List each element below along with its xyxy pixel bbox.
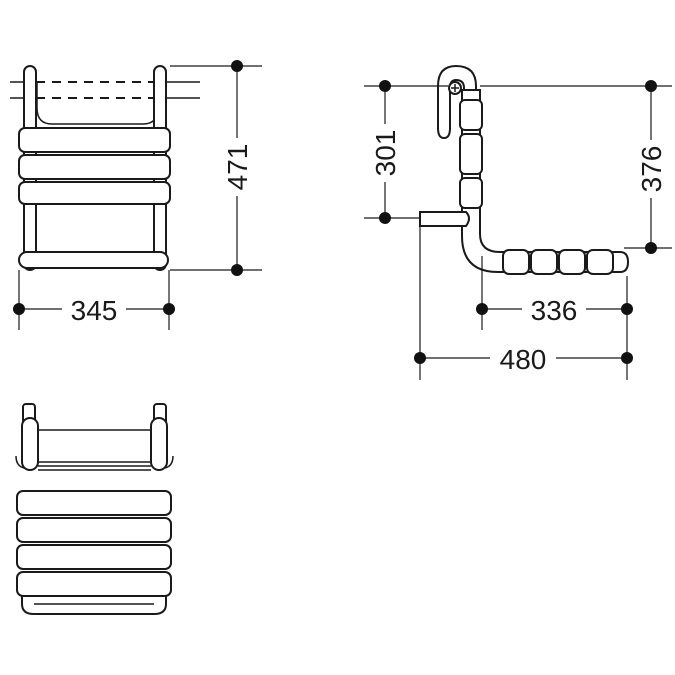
wall-hook [437, 64, 477, 140]
frame-tube [461, 89, 630, 273]
dimension-336-label: 336 [531, 295, 578, 326]
side-view [419, 64, 630, 275]
seat-slat-side [502, 249, 530, 275]
seat-slat [18, 127, 171, 153]
top-slat [16, 571, 172, 597]
seat-slat-side [558, 249, 586, 275]
backrest-frame [36, 82, 159, 125]
dimension-480-label: 480 [500, 344, 547, 375]
seat-slat [18, 154, 171, 180]
back-slat [459, 133, 483, 175]
top-slat [16, 490, 172, 516]
top-slat [16, 544, 172, 570]
back-slat [459, 177, 483, 209]
dimension-345-label: 345 [71, 295, 118, 326]
dimension-376: 376 [480, 80, 672, 254]
dimension-471-label: 471 [222, 144, 253, 191]
dimension-345: 345 [13, 270, 175, 330]
seat-slat-side [530, 249, 558, 275]
dimension-376-label: 376 [636, 146, 667, 193]
dimension-301: 301 [364, 80, 448, 224]
support-arm [419, 211, 470, 227]
left-arm-top [21, 417, 39, 471]
dimension-301-label: 301 [370, 130, 401, 177]
top-front-bar [21, 595, 167, 615]
dimension-336: 336 [476, 256, 633, 330]
back-slat [459, 99, 483, 131]
right-arm-top [150, 417, 168, 471]
top-slat [16, 517, 172, 543]
seat-slat-side [586, 249, 614, 275]
dimension-471: 471 [170, 60, 262, 276]
wall-rail [10, 81, 200, 99]
top-view [15, 403, 174, 615]
seat-slat [18, 181, 171, 205]
front-view [10, 65, 200, 271]
dimension-480: 480 [414, 226, 633, 380]
front-crossbar [18, 251, 169, 269]
